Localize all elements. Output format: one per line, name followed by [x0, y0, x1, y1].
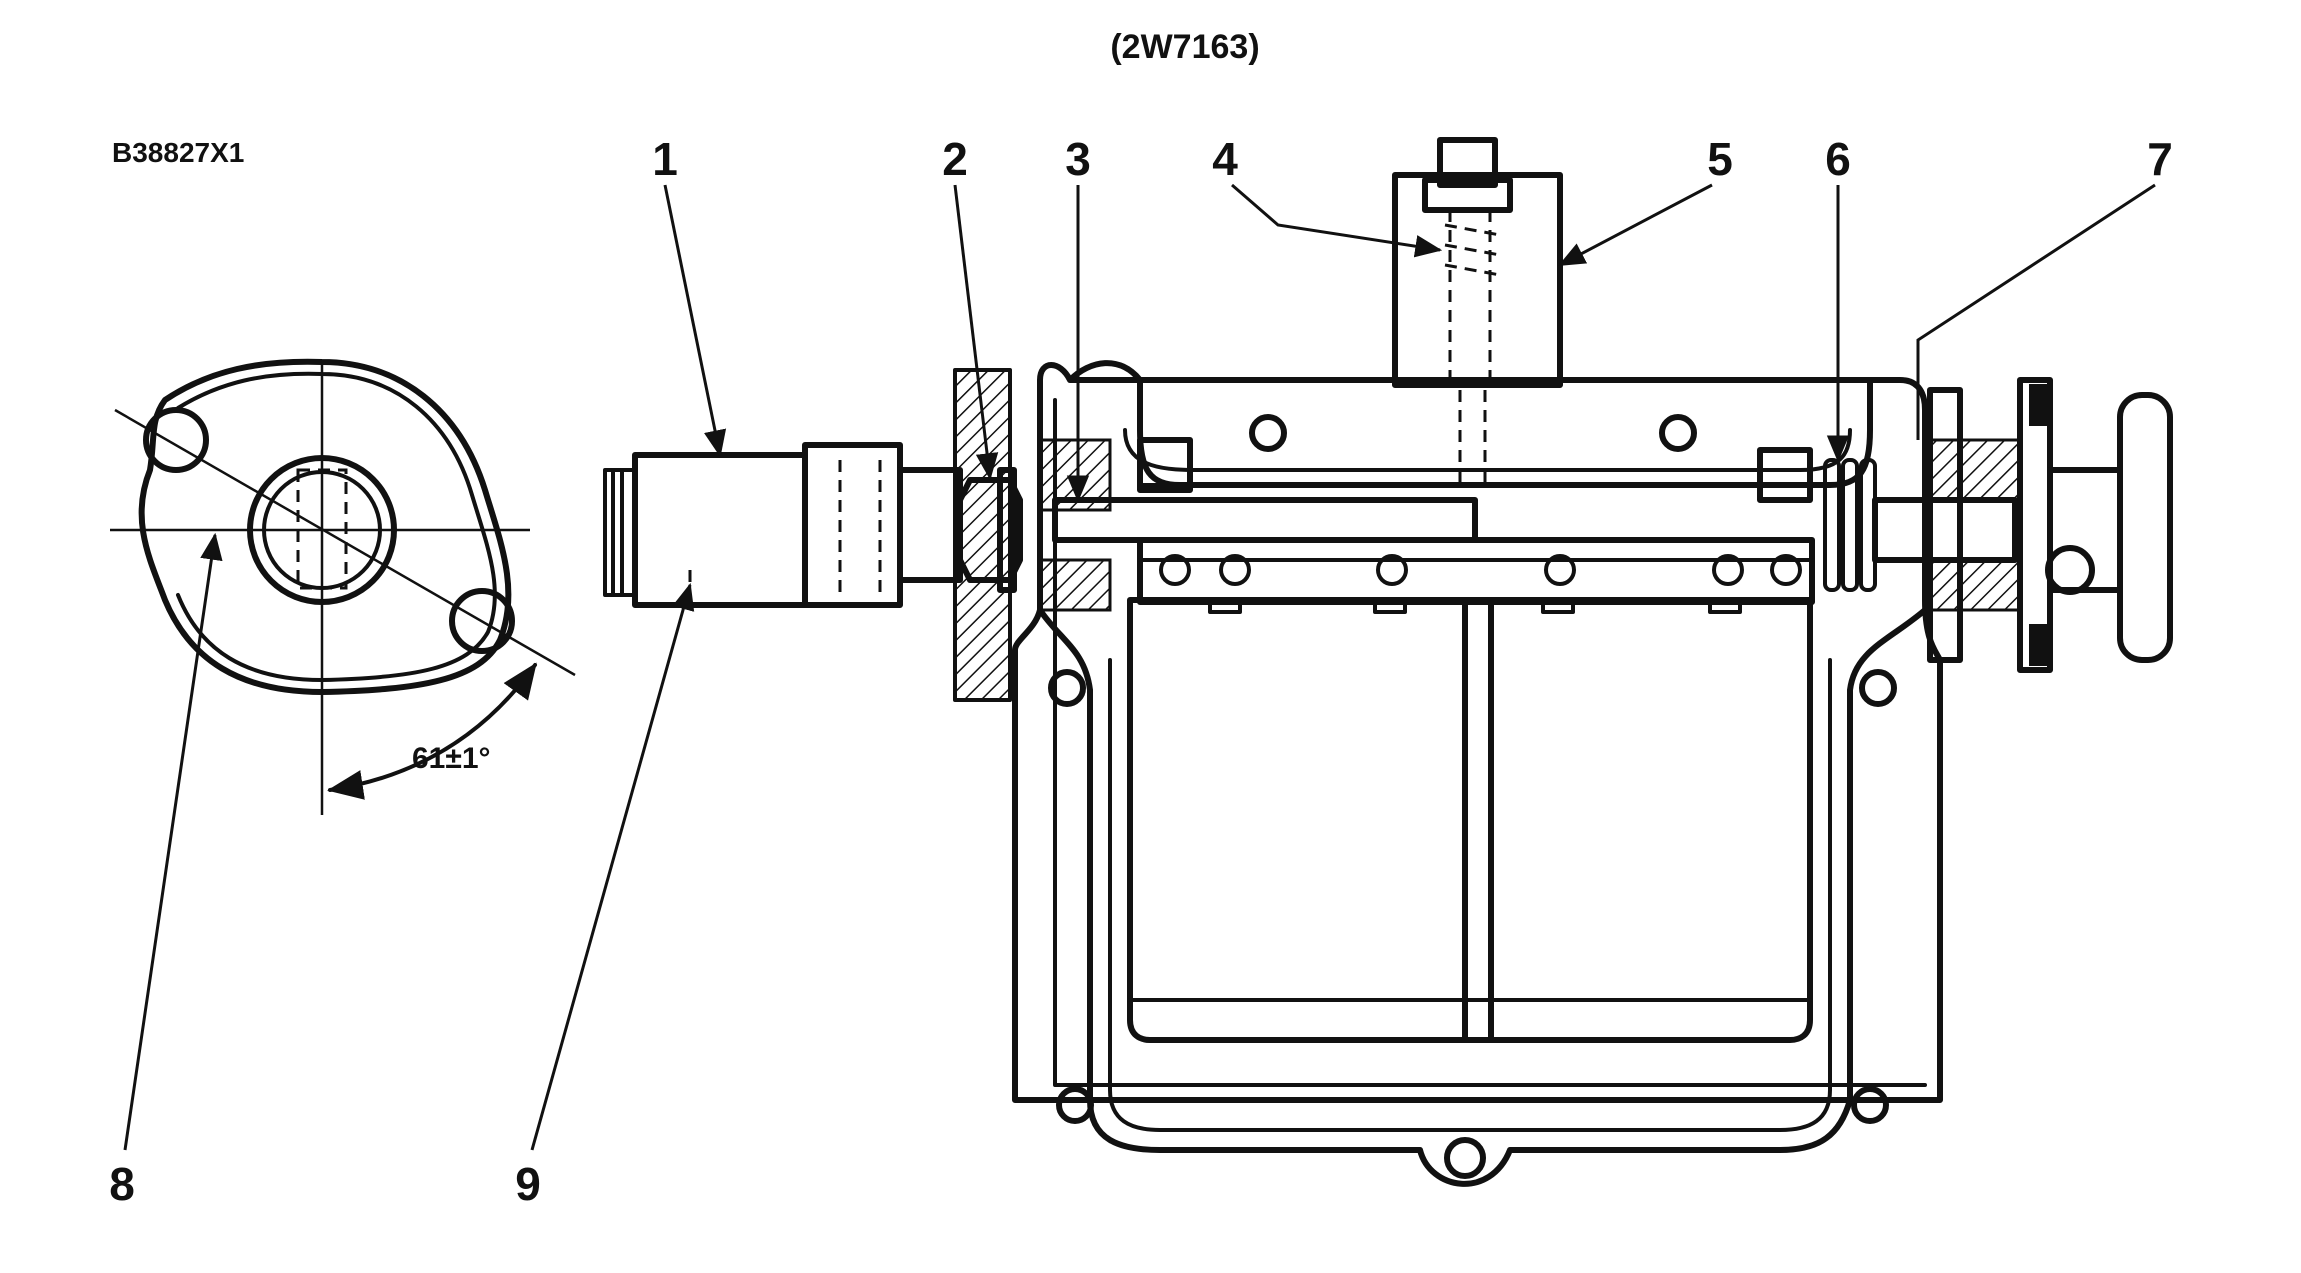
fitting-hex [802, 442, 903, 608]
fitting-neck [897, 467, 963, 583]
bearing-section-right-lower [1928, 558, 2022, 612]
fitting-body [632, 452, 808, 608]
roller [1544, 554, 1576, 586]
mount-hole-lower-right [1851, 1086, 1889, 1124]
leader-4 [1231, 183, 1443, 258]
bolt-head [1541, 598, 1575, 614]
top-housing-inner [1123, 428, 1852, 472]
roller [1712, 554, 1744, 586]
spring-coil [1841, 458, 1859, 592]
leader-9 [530, 582, 695, 1151]
leader-1 [663, 184, 727, 458]
bolt-head-top [1422, 177, 1513, 213]
lever-bar [1137, 537, 1815, 605]
bolt-head [1208, 598, 1242, 614]
shaft-collar-right [1757, 447, 1813, 503]
callout-4: 4 [1212, 133, 1238, 185]
washer [997, 467, 1017, 593]
bolt-hole-upper [143, 407, 209, 473]
right-bolt-top [2029, 384, 2053, 426]
spring-coil [1823, 458, 1841, 592]
bearing-section-right-upper [1928, 438, 2022, 502]
figure-title: (2W7163) [1110, 28, 1259, 66]
leader-5 [1558, 183, 1713, 267]
mount-hole-upper-right [1659, 414, 1697, 452]
mount-hole-upper-left [1249, 414, 1287, 452]
bolt-thread-lines [1444, 223, 1501, 277]
bolt-head [1708, 598, 1742, 614]
top-boss [1392, 172, 1563, 388]
mount-hole-lower-left [1056, 1086, 1094, 1124]
bearing-section-left-lower [1038, 558, 1112, 612]
housing-outline [1012, 362, 1943, 1103]
bolt-row [1208, 598, 1742, 614]
bolt-hole-lower [449, 588, 515, 654]
angle-label: 61±1° [412, 742, 491, 775]
bolt-head [1373, 598, 1407, 614]
fitting-grooves [611, 468, 624, 597]
mounting-flange-outline [953, 368, 1012, 702]
flange-inner-outline [176, 371, 497, 682]
cover-plate-inner [1108, 658, 1832, 1132]
flange-end-view: 61±1° [110, 358, 576, 815]
drawing-code: B38827X1 [112, 137, 244, 168]
bore-hidden-lines [296, 468, 348, 590]
knob-stem [2047, 467, 2123, 593]
callouts: 1 2 3 4 5 6 7 8 9 [109, 133, 2173, 1210]
mount-hole-mid-right [1859, 669, 1897, 707]
callout-6: 6 [1825, 133, 1851, 185]
adjusting-knob [2117, 392, 2173, 663]
callout-7: 7 [2147, 133, 2173, 185]
callout-1: 1 [652, 133, 678, 185]
roller [1376, 554, 1408, 586]
bearing-section-left-upper [1038, 438, 1112, 512]
callout-5: 5 [1707, 133, 1733, 185]
cover-plate-outline [1037, 607, 1927, 1187]
knob-nut [2045, 545, 2095, 595]
angle-dimension-arc [327, 662, 537, 800]
right-bolt-bottom [2029, 624, 2053, 666]
mount-hole-bottom [1444, 1137, 1486, 1179]
callout-3: 3 [1065, 133, 1091, 185]
mount-hole-mid-left [1048, 669, 1086, 707]
inner-cavity [1127, 597, 1813, 1043]
leader-8 [123, 532, 223, 1151]
bolt-hex-top [1437, 137, 1498, 188]
callout-8: 8 [109, 1158, 135, 1210]
shaft-collar-left [1137, 437, 1193, 493]
center-bore-outer [247, 455, 397, 605]
roller-row [1159, 554, 1802, 586]
flange-outline [138, 358, 512, 695]
roller [1770, 554, 1802, 586]
callout-2: 2 [942, 133, 968, 185]
shaft-left-section [1052, 497, 1478, 543]
right-end-plate [1927, 387, 1963, 663]
roller [1159, 554, 1191, 586]
right-shaft-stub [1872, 497, 2018, 563]
roller [1219, 554, 1251, 586]
callout-9: 9 [515, 1158, 541, 1210]
leader-7 [1916, 183, 2156, 440]
main-assembly [603, 137, 2173, 1187]
leader-2 [953, 184, 999, 481]
